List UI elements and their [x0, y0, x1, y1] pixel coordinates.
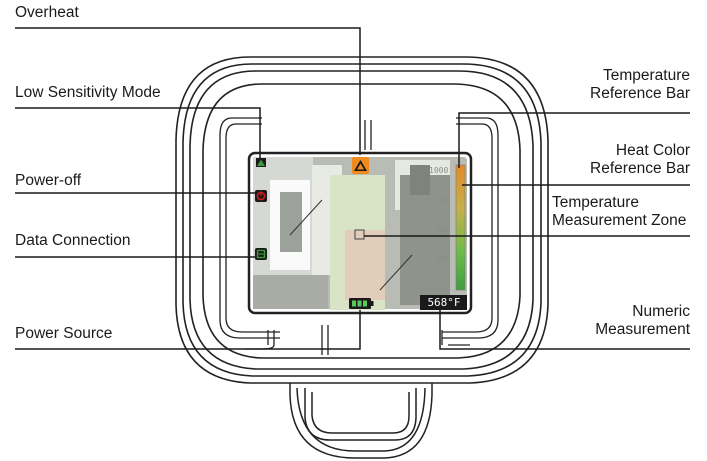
heat-color-bar [455, 164, 466, 291]
label-power-source: Power Source [15, 325, 113, 342]
label-numeric-line1: Numeric [632, 303, 690, 320]
scale-tick-1000: 1000 [429, 166, 449, 175]
data-connection-icon [255, 248, 267, 260]
label-heat-color-line1: Heat Color [615, 142, 690, 159]
leader-power-source [15, 310, 361, 350]
label-overheat: Overheat [15, 4, 79, 21]
label-temperature-reference-bar-line2: Reference Bar [590, 85, 690, 102]
label-temperature-reference-bar-line1: Temperature [602, 67, 690, 84]
label-power-off: Power-off [15, 172, 82, 189]
leader-overheat [15, 27, 361, 155]
numeric-readout: 568°F [427, 296, 461, 309]
battery-icon [349, 298, 374, 309]
label-heat-color-reference-bar: Heat Color Reference Bar [590, 142, 690, 178]
power-off-icon [255, 190, 267, 202]
scale-tick-400: 400 [435, 255, 450, 264]
label-temperature-measurement-zone: Temperature Measurement Zone [552, 194, 686, 230]
leader-low-sensitivity [15, 107, 261, 158]
label-numeric-line2: Measurement [595, 321, 690, 338]
scale-tick-600: 600 [435, 225, 450, 234]
leader-numeric [439, 310, 690, 350]
label-heat-color-line2: Reference Bar [590, 160, 690, 177]
label-numeric-measurement: Numeric Measurement [595, 303, 690, 339]
warning-triangle-icon [352, 157, 369, 174]
measurement-zone-marker [354, 229, 365, 240]
scale-tick-800: 800 [435, 195, 450, 204]
label-low-sensitivity-mode: Low Sensitivity Mode [15, 84, 161, 101]
camera-handle [289, 383, 433, 459]
label-temperature-reference-bar: Temperature Reference Bar [590, 67, 690, 103]
bezel-lines [219, 117, 499, 355]
leader-temp-ref-bar [458, 112, 690, 168]
label-temp-zone-line1: Temperature [552, 194, 640, 211]
leader-lines [15, 27, 690, 350]
low-sensitivity-icon [256, 158, 266, 167]
label-data-connection: Data Connection [15, 232, 131, 249]
numeric-readout-box [420, 295, 467, 310]
label-temp-zone-line2: Measurement Zone [552, 212, 687, 229]
